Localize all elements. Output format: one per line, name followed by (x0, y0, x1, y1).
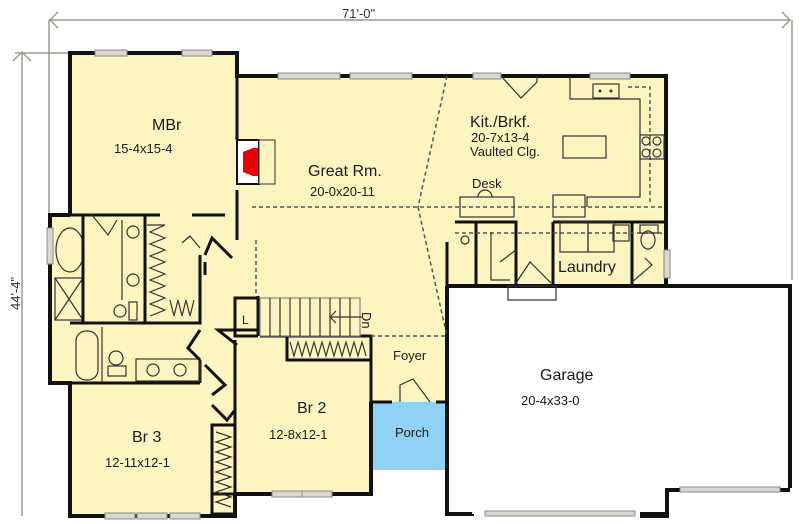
br2-label: Br 2 (297, 400, 326, 417)
kitchen-island (562, 135, 607, 159)
depth-dimension-label: 44'-4" (8, 276, 23, 310)
kitchen-fixtures (459, 75, 665, 218)
porch-label: Porch (395, 425, 429, 440)
fireplace (236, 139, 276, 185)
stairs-down-label: Dn (359, 312, 374, 329)
garage-label: Garage (540, 367, 593, 384)
room-labels: MBr 15-4x15-4 Great Rm. 20-0x20-11 Kit./… (105, 114, 616, 470)
fireplace-icon (243, 148, 258, 176)
kitchen-label: Kit./Brkf. (470, 114, 530, 131)
desk-label: Desk (472, 176, 502, 191)
mbr-label: MBr (152, 117, 182, 134)
porch-floor (373, 402, 447, 470)
kitchen-sink (592, 83, 620, 99)
kitchen-size: 20-7x13-4 (471, 130, 530, 145)
laundry-fixtures (460, 221, 659, 301)
windows (46, 49, 781, 520)
mbr-size: 15-4x15-4 (114, 141, 173, 156)
garage-details (470, 512, 667, 516)
cooktop (639, 134, 665, 160)
kitchen-note: Vaulted Clg. (470, 144, 540, 159)
br2-size: 12-8x12-1 (269, 427, 328, 442)
stairs[interactable]: Dn (259, 297, 374, 337)
laundry-label: Laundry (558, 259, 616, 276)
width-dimension-label: 71'-0" (342, 6, 376, 21)
br3-closet (210, 423, 237, 516)
hall-bath-fixtures (75, 327, 201, 383)
br3-size: 12-11x12-1 (105, 455, 170, 470)
overall-depth-dimension: 44'-4" (8, 50, 70, 516)
great-room-label: Great Rm. (308, 163, 382, 180)
br2-closet (289, 339, 367, 359)
desk-counter (459, 196, 515, 218)
hall-doors: L (186, 235, 260, 423)
front-door[interactable] (371, 378, 447, 404)
master-bath-fixtures (54, 214, 201, 323)
garage-size: 20-4x33-0 (521, 393, 580, 408)
br3-label: Br 3 (132, 429, 161, 446)
linen-closet-label: L (242, 313, 249, 327)
great-room-size: 20-0x20-11 (310, 184, 375, 199)
foyer-label: Foyer (393, 348, 427, 363)
